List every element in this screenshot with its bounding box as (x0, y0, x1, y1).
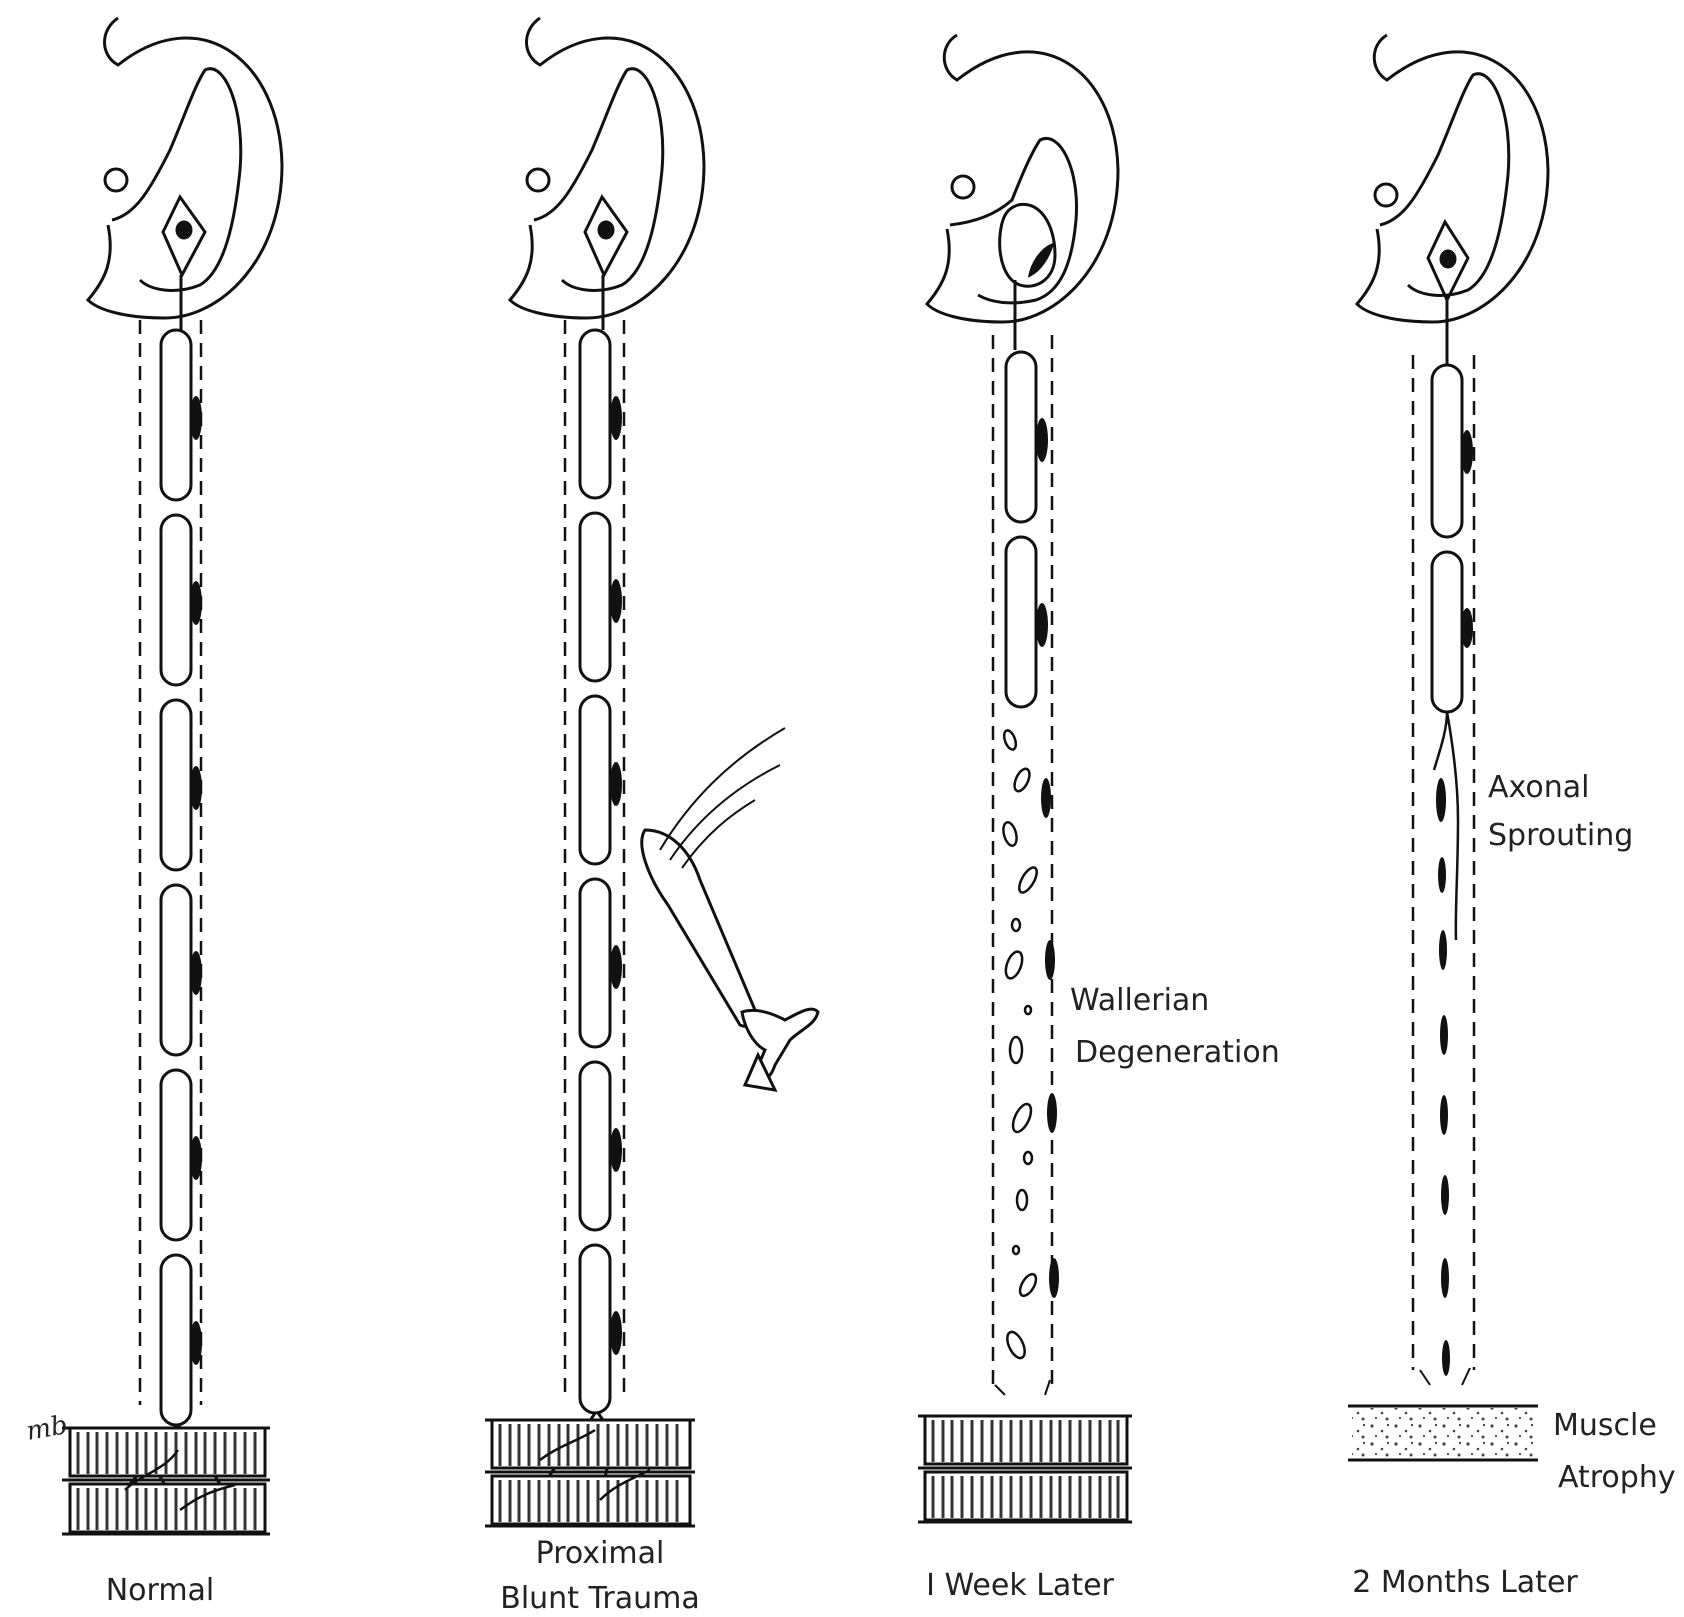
schwann-nuclei (1436, 430, 1473, 1376)
caption-one-week: I Week Later (926, 1568, 1114, 1603)
atrophied-muscle (1348, 1406, 1538, 1460)
label-wallerian: Wallerian (1070, 983, 1209, 1018)
caption-trauma-line2: Blunt Trauma (500, 1581, 700, 1616)
caption-trauma-line1: Proximal (536, 1536, 665, 1571)
axon-debris (1001, 729, 1040, 1361)
label-axonal: Axonal (1488, 770, 1589, 805)
captions: Normal Proximal Blunt Trauma I Week Late… (106, 1536, 1579, 1616)
annotations: Wallerian Degeneration Axonal Sprouting … (1070, 770, 1676, 1495)
gray-matter (950, 138, 1077, 302)
label-sprouting: Sprouting (1488, 818, 1633, 853)
caption-two-months: 2 Months Later (1352, 1565, 1578, 1600)
caption-normal: Normal (106, 1573, 215, 1608)
schwann-nuclei (1036, 418, 1059, 1298)
panel-normal (62, 18, 282, 1534)
schwann-nuclei (610, 396, 622, 1355)
muscle-block (485, 1420, 695, 1526)
myelin-segments (161, 330, 191, 1425)
spinal-cord-outline (1357, 35, 1548, 322)
axonal-sprouts (1434, 712, 1458, 940)
panel-two-months (1348, 35, 1548, 1460)
central-canal (527, 169, 549, 191)
artist-signature: mb (24, 1410, 70, 1447)
baseball-bat-icon (642, 728, 818, 1090)
label-muscle: Muscle (1553, 1408, 1657, 1443)
gray-matter (534, 69, 663, 291)
gray-matter (112, 69, 241, 291)
label-degeneration: Degeneration (1075, 1035, 1280, 1070)
myelin-segments (580, 330, 610, 1413)
panel-one-week (918, 35, 1132, 1522)
central-canal (1375, 184, 1397, 206)
myelin-segments (1006, 352, 1036, 707)
central-canal (105, 169, 127, 191)
myelin-segments (1432, 365, 1462, 712)
central-canal (952, 176, 974, 198)
label-atrophy: Atrophy (1558, 1460, 1676, 1495)
panel-trauma (485, 18, 818, 1526)
